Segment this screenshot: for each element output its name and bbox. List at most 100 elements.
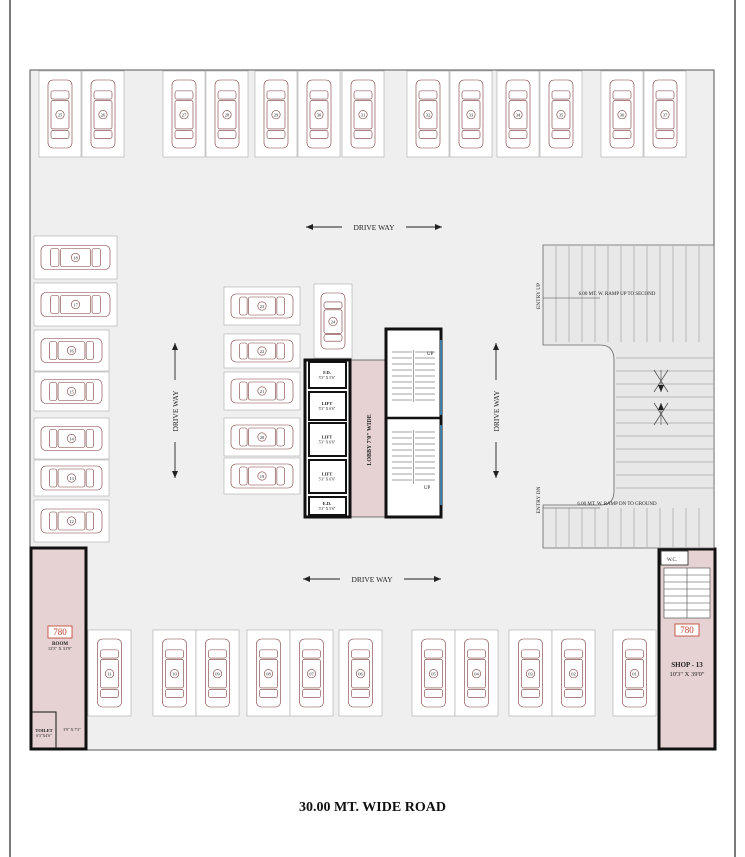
bay-number: 14: [69, 436, 74, 441]
bay-number: 08: [266, 671, 271, 676]
parking-bay-19: 19: [223, 457, 301, 495]
parking-bay-35: 35: [539, 70, 583, 158]
bay-number: 23: [260, 304, 265, 309]
shop: W.C. 780 SHOP - 13 10'3" X 39'0": [657, 547, 717, 751]
bay-number: 31: [361, 112, 366, 117]
car-icon: [622, 638, 647, 708]
car-icon: [561, 638, 586, 708]
ramp: 6.00 MT. W. RAMP UP TO SECOND 6.00 MT. W…: [536, 244, 715, 549]
bay-number: 17: [73, 302, 78, 307]
core-cell-size: 5'3" X 6'6": [319, 441, 336, 445]
bay-number: 18: [73, 255, 78, 260]
room-size: 12'3" X 31'9": [48, 646, 72, 651]
parking-bay-09: 09: [195, 629, 240, 717]
bay-number: 12: [69, 519, 74, 524]
bay-number: 05: [431, 671, 436, 676]
shop-size: 10'3" X 39'0": [669, 671, 704, 678]
bay-number: 03: [528, 671, 533, 676]
wc-label: W.C.: [667, 558, 677, 563]
bay-number: 21: [260, 389, 265, 394]
parking-bay-28: 28: [205, 70, 249, 158]
shop-name: SHOP - 13: [671, 661, 703, 669]
parking-bay-32: 32: [406, 70, 450, 158]
lobby-label: LOBBY 7'0" WIDE: [367, 414, 373, 465]
drive-way-left-label: DRIVE WAY: [171, 390, 180, 432]
parking-bay-15: 15: [33, 371, 110, 412]
bay-number: 33: [469, 112, 474, 117]
bay-number: 13: [69, 476, 74, 481]
core-cell-size: 5'3" X 6'6": [319, 478, 336, 482]
car-icon: [415, 79, 441, 149]
parking-bay-05: 05: [411, 629, 456, 717]
drive-way-bottom: DRIVE WAY: [303, 575, 441, 584]
car-icon: [214, 79, 240, 149]
room-name: ROOM: [52, 642, 68, 647]
drive-way-right-label: DRIVE WAY: [492, 390, 501, 432]
core: LOBBY 7'0" WIDE F.D.5'3" X 5'6"LIFT5'3" …: [303, 327, 443, 519]
car-icon: [548, 79, 574, 149]
car-icon: [230, 378, 294, 404]
bay-number: 09: [215, 671, 220, 676]
parking-bay-30: 30: [297, 70, 341, 158]
core-cell-title: LIFT: [322, 472, 333, 477]
car-icon: [40, 379, 103, 404]
shop-stair: [663, 567, 711, 619]
parking-bay-14: 14: [33, 417, 110, 460]
ramp-dn-label: 6.00 MT. W. RAMP DN TO GROUND: [577, 502, 657, 507]
car-icon: [350, 79, 376, 149]
bay-number: 10: [172, 671, 177, 676]
bay-number: 35: [559, 112, 564, 117]
parking-bay-36: 36: [600, 70, 644, 158]
car-icon: [299, 638, 324, 708]
bay-number: 04: [474, 671, 479, 676]
bay-number: 30: [317, 112, 322, 117]
bay-number: 34: [516, 112, 521, 117]
toilet-size: 6'3"X4'6": [36, 733, 52, 738]
parking-bay-02: 02: [551, 629, 596, 717]
car-icon: [464, 638, 489, 708]
entry-dn-label: ENTRY DN: [536, 486, 542, 513]
parking-bay-16: 16: [33, 329, 110, 372]
bay-number: 29: [274, 112, 279, 117]
bay-number: 20: [260, 435, 265, 440]
bay-number: 11: [107, 671, 111, 676]
car-icon: [230, 463, 294, 489]
core-cell-title: E.D.: [323, 501, 332, 506]
bay-number: 06: [358, 671, 363, 676]
bay-number: 32: [426, 112, 431, 117]
car-icon: [40, 465, 103, 491]
parking-bay-04: 04: [454, 629, 499, 717]
car-icon: [47, 79, 73, 149]
wc: [660, 550, 689, 566]
car-icon: [162, 638, 187, 708]
car-icon: [320, 292, 346, 350]
bay-number: 01: [632, 671, 637, 676]
parking-bay-13: 13: [33, 459, 110, 497]
room-tag-box: [47, 625, 73, 639]
parking-bay-07: 07: [289, 629, 334, 717]
parking-bay-11: 11: [87, 629, 132, 717]
car-icon: [230, 424, 294, 450]
car-icon: [306, 79, 332, 149]
shop-tag-box: [674, 623, 700, 637]
core-cell-5: E.D.5'3" X 5'6": [308, 496, 347, 516]
drive-way-bottom-label: DRIVE WAY: [351, 575, 393, 584]
parking-bay-17: 17: [33, 282, 118, 327]
car-icon: [458, 79, 484, 149]
bay-number: 22: [260, 349, 265, 354]
car-icon: [652, 79, 678, 149]
car-icon: [40, 508, 103, 534]
parking-bay-21: 21: [223, 371, 301, 411]
bay-number: 27: [182, 112, 187, 117]
parking-bay-18: 18: [33, 235, 118, 280]
parking-bay-26: 26: [81, 70, 125, 158]
drive-way-top: DRIVE WAY: [306, 223, 442, 232]
car-icon: [421, 638, 446, 708]
core-cell-size: 5'3" X 5'6": [319, 376, 336, 380]
toilet: [31, 711, 57, 749]
shop-tag: 780: [680, 625, 694, 635]
drive-way-left: DRIVE WAY: [171, 343, 180, 478]
